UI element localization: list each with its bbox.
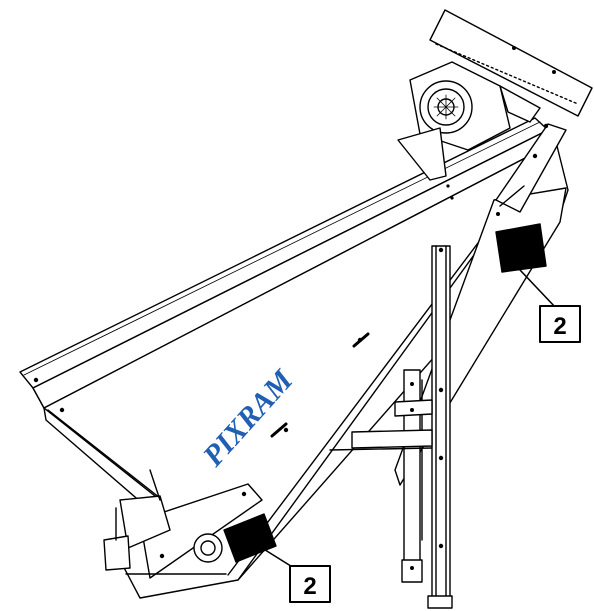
cross-braces [329,399,433,451]
marker-blocks [223,223,547,563]
trough-body [43,141,569,599]
callout-label-lower: 2 [303,573,316,600]
callout-box-upper [539,305,581,343]
leader-lines [261,269,557,569]
callout-box-lower [289,565,331,603]
lower-drive-end [47,409,263,579]
head-end-bracket [495,123,567,213]
motor-assembly [397,9,593,181]
trough-handles [270,332,370,438]
rear-support-leg [401,369,423,583]
front-support-leg [427,245,453,609]
callout-label-upper: 2 [553,313,566,340]
